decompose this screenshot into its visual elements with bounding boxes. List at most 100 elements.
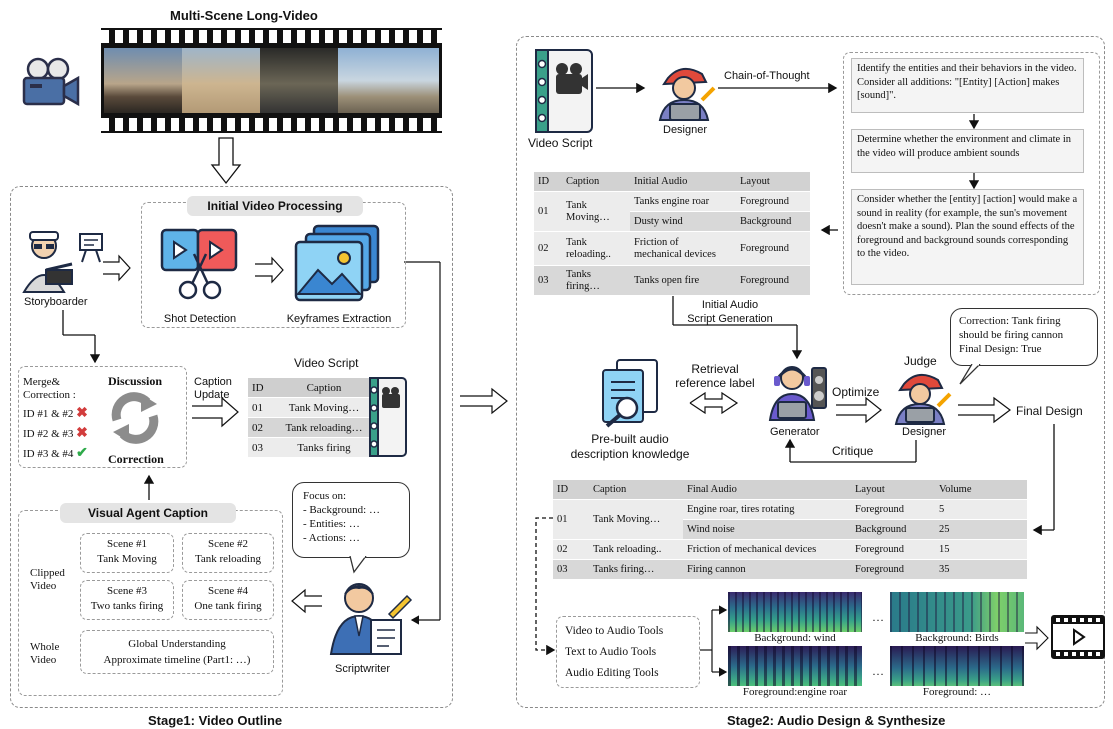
focus-line: - Background: … <box>303 504 380 516</box>
bubble-tail <box>959 364 981 385</box>
cell: Tanks firing <box>270 437 378 458</box>
video-script-title: Video Script <box>294 356 359 370</box>
correction-line: Final Design: True <box>959 343 1042 355</box>
correction-line: Correction: Tank firing <box>959 315 1061 327</box>
th: Final Audio <box>683 480 851 500</box>
cell: 03 <box>553 559 589 580</box>
script-notebook-icon <box>369 377 407 457</box>
optimize-arrow <box>836 396 882 424</box>
cell: 5 <box>935 499 1027 520</box>
cell: Tanks engine roar <box>630 191 736 212</box>
scene-card-4: Scene #4 One tank firing <box>182 580 274 620</box>
cell: Tank reloading… <box>270 417 378 438</box>
cell: 02 <box>553 539 589 560</box>
scene-card-2: Scene #2 Tank reloading <box>182 533 274 573</box>
knowledge-doc-icon <box>602 359 658 428</box>
ellipsis-2: … <box>872 664 884 678</box>
th: Caption <box>589 480 683 500</box>
clipped-video-label: Clipped Video <box>30 567 65 592</box>
video-frame-1 <box>104 48 182 113</box>
tool-video-to-audio: Video to Audio Tools <box>565 625 664 637</box>
scriptwriter-icon <box>329 583 413 655</box>
th: Caption <box>562 172 630 192</box>
scriptwriter-label: Scriptwriter <box>335 663 391 675</box>
down-hollow-arrow <box>210 137 242 185</box>
cell: Foreground <box>851 499 935 520</box>
left-hollow-arrow <box>291 588 322 614</box>
cell: Tanks open fire <box>630 265 736 296</box>
cell: Tank Moving… <box>270 397 378 418</box>
caption-update-arrow <box>192 396 239 428</box>
cot-step-2: Determine whether the environment and cl… <box>851 129 1084 173</box>
designer2-label: Designer <box>902 426 947 438</box>
right-hollow-arrow <box>103 254 131 282</box>
merge-row-2: ID #2 & #3 ✖ <box>23 426 88 441</box>
spectro-label-4: Foreground: … <box>922 686 992 698</box>
critique-label: Critique <box>832 444 874 458</box>
th: Initial Audio <box>630 172 736 192</box>
th-caption: Caption <box>270 378 378 398</box>
cot-panel <box>843 52 1100 295</box>
cell: 01 <box>534 191 562 232</box>
film-strip <box>101 28 442 133</box>
cell: Foreground <box>851 539 935 560</box>
cycle-arrows-icon <box>111 392 159 444</box>
stage1-frame <box>10 186 453 708</box>
correction-label: Correction <box>108 452 164 466</box>
scene-text: Tank Moving <box>97 553 157 565</box>
spectro-label-3: Foreground:engine roar <box>742 686 848 698</box>
cell: 25 <box>935 519 1027 540</box>
cell: Foreground <box>736 231 810 266</box>
scene-text: One tank firing <box>194 600 262 612</box>
optimize-label: Optimize <box>832 385 880 399</box>
ellipsis-1: … <box>872 610 884 624</box>
th: Layout <box>851 480 935 500</box>
th: ID <box>534 172 562 192</box>
global-understanding-text: Global Understanding <box>128 638 226 650</box>
output-video-icon <box>1051 615 1105 659</box>
dashed-connector <box>535 517 556 656</box>
merge-row-1: ID #1 & #2 ✖ <box>23 406 88 421</box>
cell: 35 <box>935 559 1027 580</box>
designer-judge-icon <box>894 373 952 425</box>
cell: 01 <box>553 499 589 540</box>
cell: Friction of mechanical devices <box>630 231 736 266</box>
cell: 03 <box>248 437 270 458</box>
spectrogram-bg-wind <box>728 592 862 632</box>
scene-id: Scene #4 <box>207 585 248 597</box>
cell: 03 <box>534 265 562 296</box>
keyframes-icon <box>294 224 380 302</box>
cell: Foreground <box>736 265 810 296</box>
video-frame-4 <box>338 48 439 113</box>
cell: Tank Moving… <box>562 191 630 232</box>
judge-label: Judge <box>904 354 937 368</box>
scene-id: Scene #1 <box>106 538 147 550</box>
cell: Tank Moving… <box>589 499 683 540</box>
cell: Foreground <box>851 559 935 580</box>
spectro-label-2: Background: Birds <box>915 632 999 644</box>
storyboarder-icon <box>22 231 103 293</box>
generator-icon <box>768 366 827 421</box>
th: Layout <box>736 172 810 192</box>
scene-text: Tank reloading <box>194 553 262 565</box>
merge-label: Merge& Correction : <box>23 376 76 401</box>
generator-label: Generator <box>770 426 820 438</box>
shot-detection-icon <box>160 228 238 300</box>
final-design-label: Final Design <box>1016 404 1083 418</box>
double-arrow <box>689 391 739 415</box>
cell: 15 <box>935 539 1027 560</box>
cross-icon: ✖ <box>76 406 88 421</box>
cell: Dusty wind <box>630 211 736 232</box>
stage1-title: Stage1: Video Outline <box>148 713 283 728</box>
prebuilt-label: Pre-built audio description knowledge <box>570 432 690 461</box>
scene-id: Scene #2 <box>207 538 248 550</box>
designer-label: Designer <box>663 124 708 136</box>
retrieval-label: Retrieval reference label <box>675 362 755 390</box>
cell: Tank reloading.. <box>562 231 630 266</box>
focus-line: - Actions: … <box>303 532 360 544</box>
merge-row-3: ID #3 & #4 ✔ <box>23 446 88 461</box>
merge-rows: ID #1 & #2 ✖ ID #2 & #3 ✖ ID #3 & #4 ✔ <box>23 404 88 464</box>
video-camera-icon <box>22 57 80 107</box>
focus-line: - Entities: … <box>303 518 360 530</box>
